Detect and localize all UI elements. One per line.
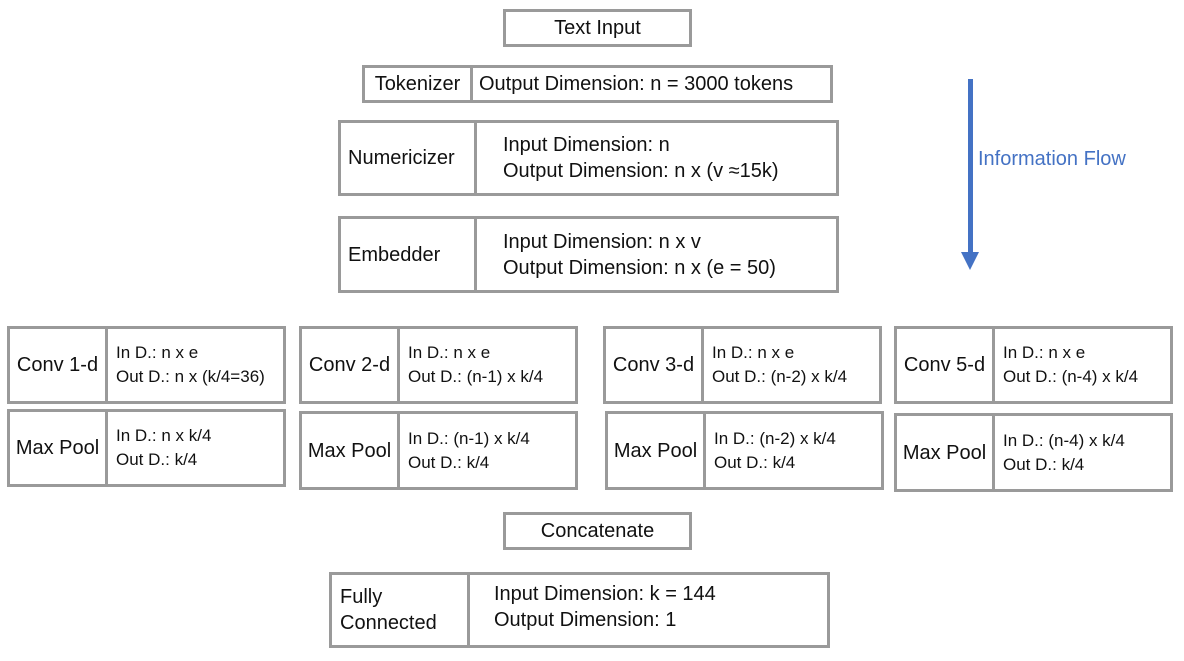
numericizer-output-dim: Output Dimension: n x (v ≈15k) (503, 160, 779, 182)
max-pool-2-label: Max Pool (307, 439, 392, 462)
max-pool-5-out: Out D.: k/4 (1003, 454, 1085, 474)
conv-2d-label: Conv 2-d (308, 354, 391, 376)
max-pool-1-dims: In D.: n x k/4 Out D.: k/4 (105, 412, 283, 484)
conv-2d-dims: In D.: n x e Out D.: (n-1) x k/4 (397, 329, 575, 401)
information-flow-arrow-shaft (968, 79, 973, 254)
tokenizer-label: Tokenizer (374, 73, 461, 95)
max-pool-5-dims: In D.: (n-4) x k/4 Out D.: k/4 (992, 416, 1170, 489)
max-pool-5-label: Max Pool (902, 441, 987, 464)
conv-1d-dims: In D.: n x e Out D.: n x (k/4=36) (105, 329, 283, 401)
max-pool-3-in: In D.: (n-2) x k/4 (714, 428, 836, 448)
embedder-output-dim: Output Dimension: n x (e = 50) (503, 256, 776, 279)
conv-1d-box: Conv 1-d In D.: n x e Out D.: n x (k/4=3… (7, 326, 286, 404)
max-pool-3-label: Max Pool (613, 439, 698, 462)
numericizer-label: Numericizer (348, 147, 455, 169)
conv-5d-label: Conv 5-d (903, 354, 986, 376)
conv-3d-in: In D.: n x e (712, 343, 795, 362)
max-pool-2-out: Out D.: k/4 (408, 452, 490, 472)
conv-5d-in: In D.: n x e (1003, 343, 1086, 362)
concatenate-box: Concatenate (503, 512, 692, 550)
text-input-label: Text Input (554, 17, 641, 39)
max-pool-3-out: Out D.: k/4 (714, 452, 796, 472)
text-input-box: Text Input (503, 9, 692, 47)
conv-3d-box: Conv 3-d In D.: n x e Out D.: (n-2) x k/… (603, 326, 882, 404)
numericizer-input-dim: Input Dimension: n (503, 134, 670, 156)
conv-3d-label: Conv 3-d (612, 354, 695, 376)
max-pool-2-in: In D.: (n-1) x k/4 (408, 428, 530, 448)
max-pool-5-box: Max Pool In D.: (n-4) x k/4 Out D.: k/4 (894, 413, 1173, 492)
max-pool-1-label: Max Pool (15, 437, 100, 459)
numericizer-box: Numericizer Input Dimension: n Output Di… (338, 120, 839, 196)
max-pool-3-box: Max Pool In D.: (n-2) x k/4 Out D.: k/4 (605, 411, 884, 490)
information-flow-arrow-head (961, 252, 979, 270)
numericizer-dims: Input Dimension: n Output Dimension: n x… (474, 123, 836, 193)
conv-5d-box: Conv 5-d In D.: n x e Out D.: (n-4) x k/… (894, 326, 1173, 404)
tokenizer-output: Output Dimension: n = 3000 tokens (470, 68, 830, 100)
embedder-input-dim: Input Dimension: n x v (503, 230, 701, 253)
conv-2d-in: In D.: n x e (408, 343, 491, 362)
embedder-box: Embedder Input Dimension: n x v Output D… (338, 216, 839, 293)
max-pool-2-box: Max Pool In D.: (n-1) x k/4 Out D.: k/4 (299, 411, 578, 490)
max-pool-2-dims: In D.: (n-1) x k/4 Out D.: k/4 (397, 414, 575, 487)
embedder-dims: Input Dimension: n x v Output Dimension:… (474, 219, 836, 290)
conv-1d-in: In D.: n x e (116, 343, 199, 362)
conv-3d-out: Out D.: (n-2) x k/4 (712, 367, 848, 386)
tokenizer-box: Tokenizer Output Dimension: n = 3000 tok… (362, 65, 833, 103)
max-pool-3-dims: In D.: (n-2) x k/4 Out D.: k/4 (703, 414, 881, 487)
embedder-label: Embedder (348, 243, 441, 266)
conv-5d-dims: In D.: n x e Out D.: (n-4) x k/4 (992, 329, 1170, 401)
fully-connected-label-line1: Fully (340, 586, 383, 608)
concatenate-label: Concatenate (540, 520, 655, 542)
max-pool-1-out: Out D.: k/4 (116, 450, 198, 469)
information-flow-label: Information Flow (978, 148, 1126, 170)
conv-2d-out: Out D.: (n-1) x k/4 (408, 367, 544, 386)
conv-1d-out: Out D.: n x (k/4=36) (116, 367, 265, 386)
fully-connected-output-dim: Output Dimension: 1 (494, 609, 677, 631)
fully-connected-label: Fully Connected (332, 575, 467, 645)
max-pool-1-box: Max Pool In D.: n x k/4 Out D.: k/4 (7, 409, 286, 487)
fully-connected-input-dim: Input Dimension: k = 144 (494, 583, 716, 605)
max-pool-5-in: In D.: (n-4) x k/4 (1003, 430, 1125, 450)
fully-connected-dims: Input Dimension: k = 144 Output Dimensio… (467, 575, 827, 645)
conv-1d-label: Conv 1-d (16, 354, 99, 376)
fully-connected-label-line2: Connected (340, 612, 437, 634)
conv-2d-box: Conv 2-d In D.: n x e Out D.: (n-1) x k/… (299, 326, 578, 404)
conv-3d-dims: In D.: n x e Out D.: (n-2) x k/4 (701, 329, 879, 401)
conv-5d-out: Out D.: (n-4) x k/4 (1003, 367, 1139, 386)
fully-connected-box: Fully Connected Input Dimension: k = 144… (329, 572, 830, 648)
max-pool-1-in: In D.: n x k/4 (116, 426, 212, 445)
